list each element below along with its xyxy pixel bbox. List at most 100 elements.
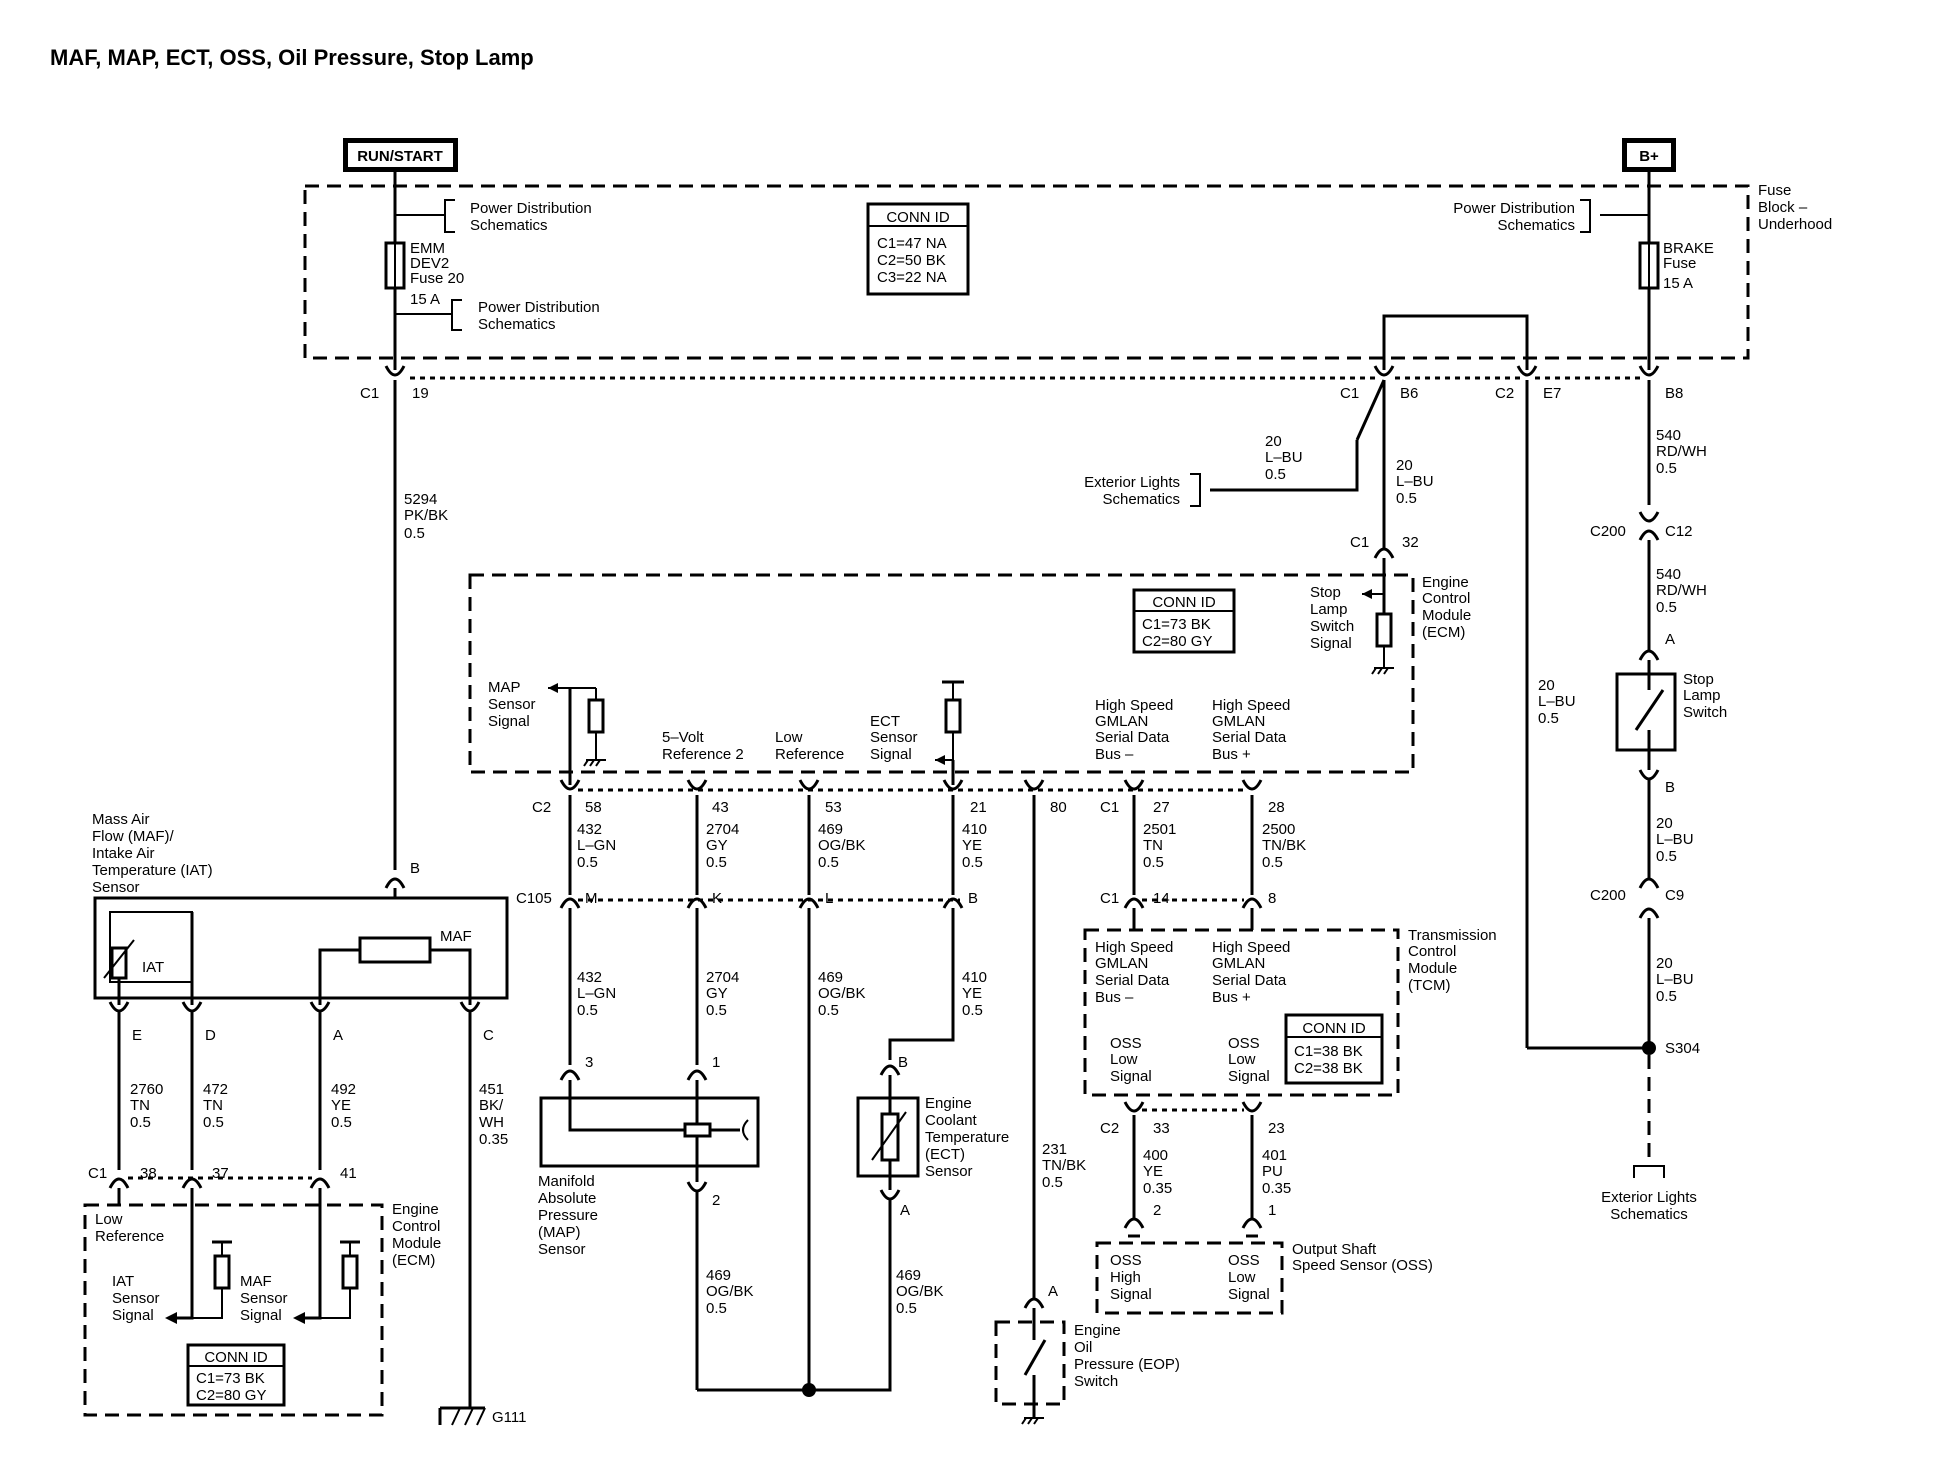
svg-text:RD/WH: RD/WH <box>1656 443 1707 460</box>
svg-text:0.5: 0.5 <box>203 1114 224 1131</box>
maf-signal-label: MAF Sensor Signal <box>240 1273 288 1324</box>
svg-text:410: 410 <box>962 821 987 838</box>
svg-text:S304: S304 <box>1665 1040 1700 1057</box>
svg-text:YE: YE <box>962 837 982 854</box>
svg-text:Signal: Signal <box>112 1307 154 1324</box>
svg-text:Switch: Switch <box>1074 1373 1118 1390</box>
wire-469a-label: 469 OG/BK 0.5 <box>818 821 866 871</box>
svg-text:432: 432 <box>577 821 602 838</box>
svg-text:2: 2 <box>1153 1202 1161 1219</box>
svg-text:Lamp: Lamp <box>1310 601 1348 618</box>
wire-472-label: 472 TN 0.5 <box>203 1081 228 1131</box>
svg-text:19: 19 <box>412 385 429 402</box>
svg-text:469: 469 <box>818 821 843 838</box>
svg-text:IAT: IAT <box>112 1273 134 1290</box>
svg-text:C2: C2 <box>1495 385 1514 402</box>
run-start-tag: RUN/START <box>343 138 458 172</box>
iat-label: IAT <box>142 959 164 976</box>
svg-text:Engine: Engine <box>392 1201 439 1218</box>
svg-text:Temperature: Temperature <box>925 1129 1009 1146</box>
ext-lights-1-label: Exterior Lights Schematics <box>1084 474 1180 508</box>
svg-text:Low: Low <box>775 729 803 746</box>
wire-2760-label: 2760 TN 0.5 <box>130 1081 163 1131</box>
svg-text:Serial Data: Serial Data <box>1095 729 1170 746</box>
svg-text:0.5: 0.5 <box>577 1002 598 1019</box>
svg-text:0.5: 0.5 <box>706 1002 727 1019</box>
svg-text:Engine: Engine <box>1074 1322 1121 1339</box>
svg-text:33: 33 <box>1153 1120 1170 1137</box>
wire-2704a-label: 2704 GY 0.5 <box>706 821 739 871</box>
tcm-pins: C2 33 23 <box>1100 1120 1285 1137</box>
svg-text:OG/BK: OG/BK <box>818 985 866 1002</box>
svg-text:C9: C9 <box>1665 887 1684 904</box>
eop-switch-box <box>994 1320 1066 1406</box>
svg-text:Lamp: Lamp <box>1683 687 1721 704</box>
svg-text:Stop: Stop <box>1310 584 1341 601</box>
svg-text:EMM: EMM <box>410 240 445 257</box>
svg-text:0.5: 0.5 <box>1656 988 1677 1005</box>
svg-text:C1=38 BK: C1=38 BK <box>1294 1043 1363 1060</box>
svg-text:E: E <box>132 1027 142 1044</box>
svg-text:20: 20 <box>1656 955 1673 972</box>
svg-text:0.5: 0.5 <box>1265 466 1286 483</box>
fuse-block-label: Fuse Block – Underhood <box>1758 182 1832 233</box>
pulldown-resistor <box>1375 612 1393 648</box>
wire-401-label: 401 PU 0.35 <box>1262 1147 1291 1197</box>
pd-left-1-label: Power Distribution Schematics <box>470 200 592 234</box>
svg-text:L–GN: L–GN <box>577 837 616 854</box>
svg-text:OG/BK: OG/BK <box>706 1283 754 1300</box>
svg-text:0.35: 0.35 <box>1143 1180 1172 1197</box>
svg-text:0.5: 0.5 <box>706 854 727 871</box>
svg-text:Sensor: Sensor <box>112 1290 160 1307</box>
svg-text:Sensor: Sensor <box>870 729 918 746</box>
svg-text:(ECM): (ECM) <box>392 1252 435 1269</box>
wire-2704b-label: 2704 GY 0.5 <box>706 969 739 1019</box>
svg-text:Transmission: Transmission <box>1408 927 1497 944</box>
svg-text:0.5: 0.5 <box>818 854 839 871</box>
svg-text:Absolute: Absolute <box>538 1190 596 1207</box>
svg-text:Sensor: Sensor <box>240 1290 288 1307</box>
svg-text:80: 80 <box>1050 799 1067 816</box>
svg-text:Signal: Signal <box>488 713 530 730</box>
svg-text:Serial Data: Serial Data <box>1212 729 1287 746</box>
svg-text:Signal: Signal <box>240 1307 282 1324</box>
svg-text:A: A <box>1048 1283 1058 1300</box>
svg-text:410: 410 <box>962 969 987 986</box>
svg-text:Signal: Signal <box>1228 1068 1270 1085</box>
svg-text:5294: 5294 <box>404 491 437 508</box>
svg-text:C2=80 GY: C2=80 GY <box>1142 633 1212 650</box>
pd-left-2-label: Power Distribution Schematics <box>478 299 600 333</box>
svg-text:CONN ID: CONN ID <box>1152 594 1216 611</box>
svg-text:GY: GY <box>706 985 728 1002</box>
svg-text:0.35: 0.35 <box>479 1131 508 1148</box>
svg-text:L–BU: L–BU <box>1656 971 1694 988</box>
ecm-bottom-box <box>83 1203 384 1417</box>
svg-text:2501: 2501 <box>1143 821 1176 838</box>
wire-5294-label: 5294 PK/BK 0.5 <box>404 491 448 542</box>
svg-text:3: 3 <box>585 1054 593 1071</box>
svg-text:14: 14 <box>1153 890 1170 907</box>
svg-text:23: 23 <box>1268 1120 1285 1137</box>
stop-signal-label: Stop Lamp Switch Signal <box>1310 584 1354 652</box>
ground-g111 <box>438 1406 486 1426</box>
svg-text:432: 432 <box>577 969 602 986</box>
svg-text:L–BU: L–BU <box>1538 693 1576 710</box>
c105-pins: C105 M K L B C1 14 8 <box>516 890 1276 907</box>
svg-text:OSS: OSS <box>1110 1252 1142 1269</box>
svg-text:TN: TN <box>203 1097 223 1114</box>
ecm-top-pins: C2 58 43 53 21 80 C1 27 28 <box>532 799 1285 816</box>
svg-text:C1: C1 <box>1340 385 1359 402</box>
svg-text:2760: 2760 <box>130 1081 163 1098</box>
svg-text:TN/BK: TN/BK <box>1042 1157 1086 1174</box>
svg-text:Power Distribution: Power Distribution <box>470 200 592 217</box>
svg-text:B: B <box>898 1054 908 1071</box>
svg-text:C2: C2 <box>1100 1120 1119 1137</box>
wire-451-label: 451 BK/ WH 0.35 <box>479 1081 508 1148</box>
svg-text:Low: Low <box>1228 1269 1256 1286</box>
svg-text:C1: C1 <box>88 1165 107 1182</box>
svg-text:41: 41 <box>340 1165 357 1182</box>
wire-540a-label: 540 RD/WH 0.5 <box>1656 427 1707 477</box>
hs-plus-label: High Speed GMLAN Serial Data Bus + <box>1212 697 1290 763</box>
svg-text:Schematics: Schematics <box>470 217 548 234</box>
